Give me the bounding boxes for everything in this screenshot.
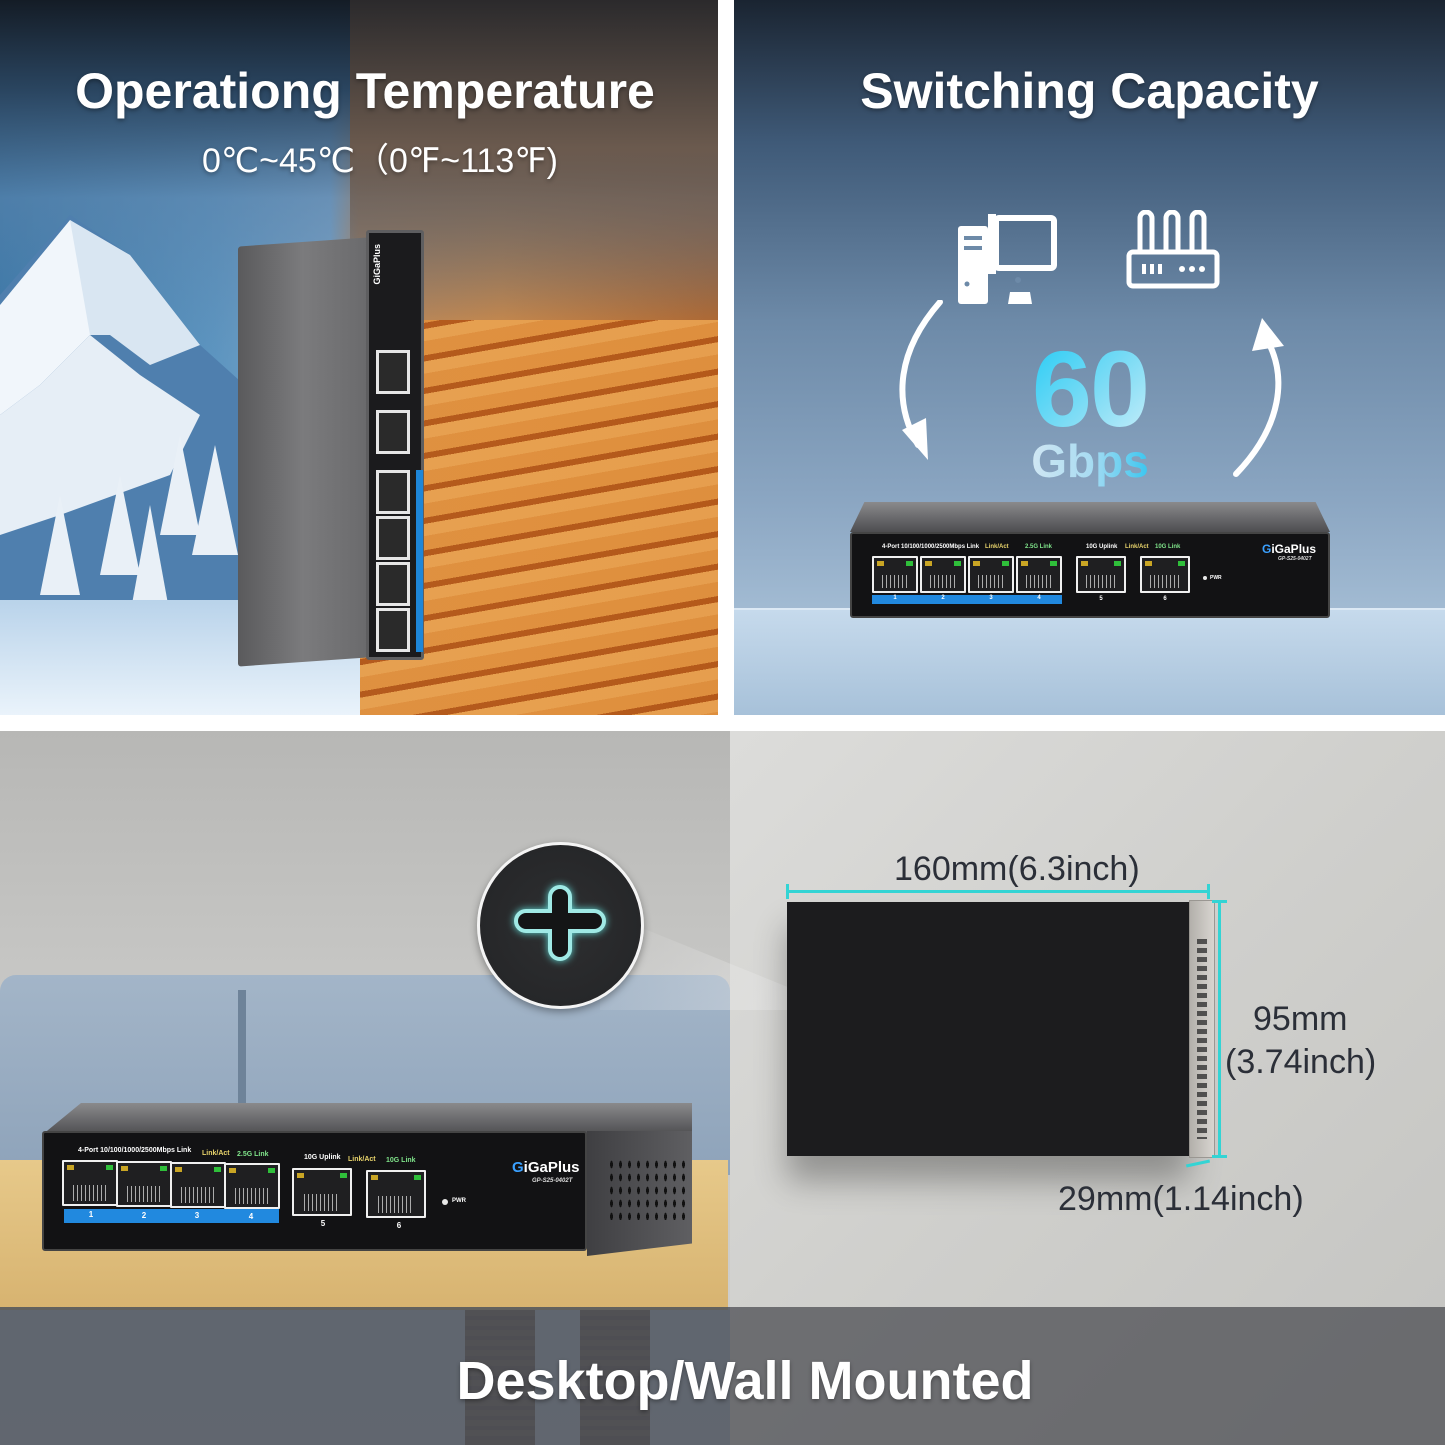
model-number: GP-S25-0402T bbox=[532, 1178, 573, 1184]
link-act-legend-2: Link/Act bbox=[348, 1156, 376, 1163]
brand-logo: GiGaPlus bbox=[372, 244, 382, 285]
rj45-port-1 bbox=[376, 608, 410, 652]
rj45-port-1 bbox=[872, 556, 918, 593]
height-dimension-tick-top bbox=[1212, 900, 1227, 903]
power-label: PWR bbox=[452, 1198, 466, 1204]
link-25g-legend: 2.5G Link bbox=[1025, 544, 1053, 550]
router-icon bbox=[1126, 210, 1220, 289]
arrow-up-curved-icon bbox=[1233, 318, 1284, 477]
height-dimension-label-inch: (3.74inch) bbox=[1225, 1043, 1377, 1081]
network-switch-front-image: 4-Port 10/100/1000/2500Mbps Link Link/Ac… bbox=[850, 502, 1330, 618]
wall-switch-side bbox=[1189, 900, 1215, 1158]
switching-title: Switching Capacity bbox=[860, 63, 1319, 119]
port-number-1: 1 bbox=[893, 595, 897, 601]
rj45-port-3 bbox=[968, 556, 1014, 593]
desktop-computer-icon bbox=[958, 214, 1057, 304]
rj45-port-3 bbox=[376, 516, 410, 560]
rj45-port-2 bbox=[920, 556, 966, 593]
port-number-strip bbox=[872, 595, 1062, 604]
desktop-switch-image: 4-Port 10/100/1000/2500Mbps Link Link/Ac… bbox=[42, 1103, 692, 1258]
power-led bbox=[442, 1199, 448, 1205]
rj45-port-6 bbox=[376, 350, 410, 394]
rj45-port-4 bbox=[376, 470, 410, 514]
switch-top-cover bbox=[42, 1103, 692, 1135]
port-number-5: 5 bbox=[320, 1219, 326, 1228]
rj45-port-5 bbox=[1076, 556, 1126, 593]
height-dimension-label-mm: 95mm bbox=[1253, 1000, 1348, 1038]
link-10g-legend: 10G Link bbox=[1155, 544, 1181, 550]
link-25g-legend: 2.5G Link bbox=[237, 1151, 269, 1158]
port-number-5: 5 bbox=[1099, 596, 1103, 602]
depth-dimension-label: 29mm(1.14inch) bbox=[1058, 1180, 1304, 1218]
switch-body bbox=[238, 237, 368, 667]
power-led bbox=[1203, 576, 1207, 580]
width-dimension-tick-left bbox=[786, 884, 789, 899]
switching-capacity-unit: Gbps bbox=[1020, 434, 1160, 488]
port-number-4: 4 bbox=[248, 1212, 254, 1221]
wall-mounted-switch-image bbox=[787, 902, 1189, 1156]
port-group-label: 4-Port 10/100/1000/2500Mbps Link bbox=[78, 1147, 192, 1154]
rj45-port-1 bbox=[62, 1160, 118, 1206]
rj45-port-2 bbox=[116, 1161, 172, 1207]
temperature-title: Operationg Temperature bbox=[75, 63, 655, 119]
rj45-port-4 bbox=[1016, 556, 1062, 593]
sofa-cushion-seam bbox=[238, 990, 246, 1170]
rj45-port-2 bbox=[376, 562, 410, 606]
port-number-strip bbox=[64, 1209, 279, 1223]
port-number-4: 4 bbox=[1037, 595, 1041, 601]
rj45-port-3 bbox=[170, 1162, 226, 1208]
link-act-legend: Link/Act bbox=[985, 544, 1009, 550]
vent-holes bbox=[1197, 939, 1207, 1139]
brand-logo: GiGaPlus bbox=[1262, 542, 1317, 556]
link-10g-legend: 10G Link bbox=[386, 1157, 416, 1164]
width-dimension-tick-right bbox=[1207, 884, 1210, 899]
rj45-port-6 bbox=[366, 1170, 426, 1218]
phillips-cross-icon bbox=[514, 884, 606, 961]
mounting-title: Desktop/Wall Mounted bbox=[456, 1351, 1034, 1411]
rj45-port-5 bbox=[376, 410, 410, 454]
uplink-label: 10G Uplink bbox=[1086, 544, 1118, 550]
power-label: PWR bbox=[1210, 575, 1222, 581]
din-rail-switch-image: GiGaPlus bbox=[238, 230, 428, 667]
rj45-port-6 bbox=[1140, 556, 1190, 593]
temperature-range: 0℃~45℃（0℉~113℉) bbox=[202, 142, 558, 180]
uplink-label: 10G Uplink bbox=[304, 1154, 341, 1161]
switch-top-cover bbox=[850, 502, 1330, 532]
vent-holes bbox=[607, 1158, 685, 1220]
caption-band bbox=[0, 1307, 1445, 1445]
brand-logo: GiGaPlus bbox=[512, 1159, 580, 1176]
port-group-label: 4-Port 10/100/1000/2500Mbps Link bbox=[882, 544, 980, 550]
link-act-legend: Link/Act bbox=[202, 1150, 230, 1157]
port-number-2: 2 bbox=[941, 595, 945, 601]
rj45-port-5 bbox=[292, 1168, 352, 1216]
height-dimension-line bbox=[1218, 900, 1221, 1158]
arrow-down-curved-icon bbox=[899, 300, 943, 460]
width-dimension-line bbox=[786, 890, 1210, 893]
port-number-3: 3 bbox=[989, 595, 993, 601]
height-dimension-tick-bottom bbox=[1212, 1155, 1227, 1158]
width-dimension-label: 160mm(6.3inch) bbox=[894, 850, 1140, 888]
port-number-6: 6 bbox=[396, 1221, 402, 1230]
temperature-panel: Operationg Temperature 0℃~45℃（0℉~113℉) G… bbox=[0, 0, 718, 715]
port-number-1: 1 bbox=[88, 1210, 94, 1219]
switching-capacity-value: 60 bbox=[1020, 326, 1160, 451]
port-number-2: 2 bbox=[141, 1211, 147, 1220]
port-number-3: 3 bbox=[194, 1211, 200, 1220]
display-pedestal bbox=[734, 608, 1445, 715]
model-number: GP-S25-0402T bbox=[1278, 556, 1312, 562]
port-number-6: 6 bbox=[1163, 596, 1167, 602]
screw-icon bbox=[477, 842, 644, 1009]
link-act-legend-2: Link/Act bbox=[1125, 544, 1149, 550]
rj45-port-4 bbox=[224, 1163, 280, 1209]
port-number-strip bbox=[416, 470, 423, 652]
